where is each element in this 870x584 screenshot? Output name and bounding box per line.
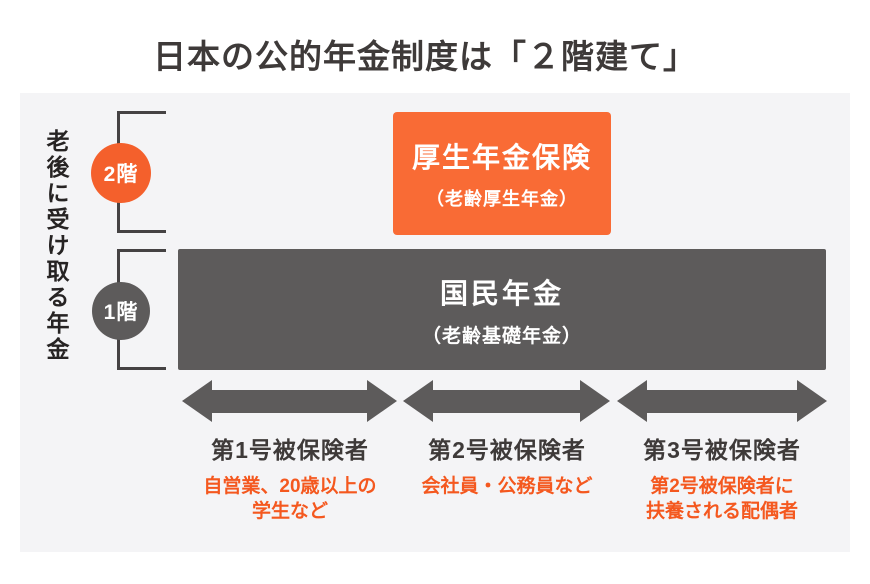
kosei-nenkin-title: 厚生年金保険 <box>411 142 592 173</box>
diagram-title: 日本の公的年金制度は「２階建て」 <box>153 38 697 75</box>
tier1-badge-label: 1階 <box>103 301 139 324</box>
kokumin-nenkin-box: 国民年金 （老齢基礎年金） <box>178 249 826 370</box>
kosei-nenkin-subtitle: （老齢厚生年金） <box>426 189 578 209</box>
category3-label: 第3号被保険者 <box>643 437 801 463</box>
tier2-badge: 2階 <box>91 143 151 203</box>
kokumin-nenkin-subtitle: （老齢基礎年金） <box>421 325 582 347</box>
category3-range-arrow <box>617 380 827 422</box>
vertical-axis-label: 老後に受け取る年金 <box>43 129 69 363</box>
arrow-shaft <box>643 390 801 413</box>
kokumin-nenkin-title: 国民年金 <box>439 277 564 309</box>
arrow-left-icon <box>617 380 647 422</box>
category1-label: 第1号被保険者 <box>211 437 369 463</box>
arrow-right-icon <box>367 380 397 422</box>
category1-range-arrow <box>182 380 397 422</box>
category2-label: 第2号被保険者 <box>428 437 586 463</box>
category2-note: 会社員・公務員など <box>421 476 593 497</box>
arrow-left-icon <box>403 380 433 422</box>
category3-note: 第2号被保険者に 扶養される配偶者 <box>645 476 798 522</box>
pension-diagram-panel: 老後に受け取る年金 2階 1階 厚生年金保険 （老齢厚生年金） 国民年金 （老齢… <box>20 93 850 552</box>
tier1-badge: 1階 <box>92 282 150 340</box>
category1-note: 自営業、20歳以上の 学生など <box>203 476 377 522</box>
arrow-shaft <box>429 390 584 413</box>
arrow-right-icon <box>580 380 610 422</box>
kosei-nenkin-box: 厚生年金保険 （老齢厚生年金） <box>393 112 611 235</box>
arrow-left-icon <box>182 380 212 422</box>
category2-range-arrow <box>403 380 610 422</box>
arrow-shaft <box>208 390 371 413</box>
arrow-right-icon <box>797 380 827 422</box>
tier2-badge-label: 2階 <box>103 163 139 186</box>
